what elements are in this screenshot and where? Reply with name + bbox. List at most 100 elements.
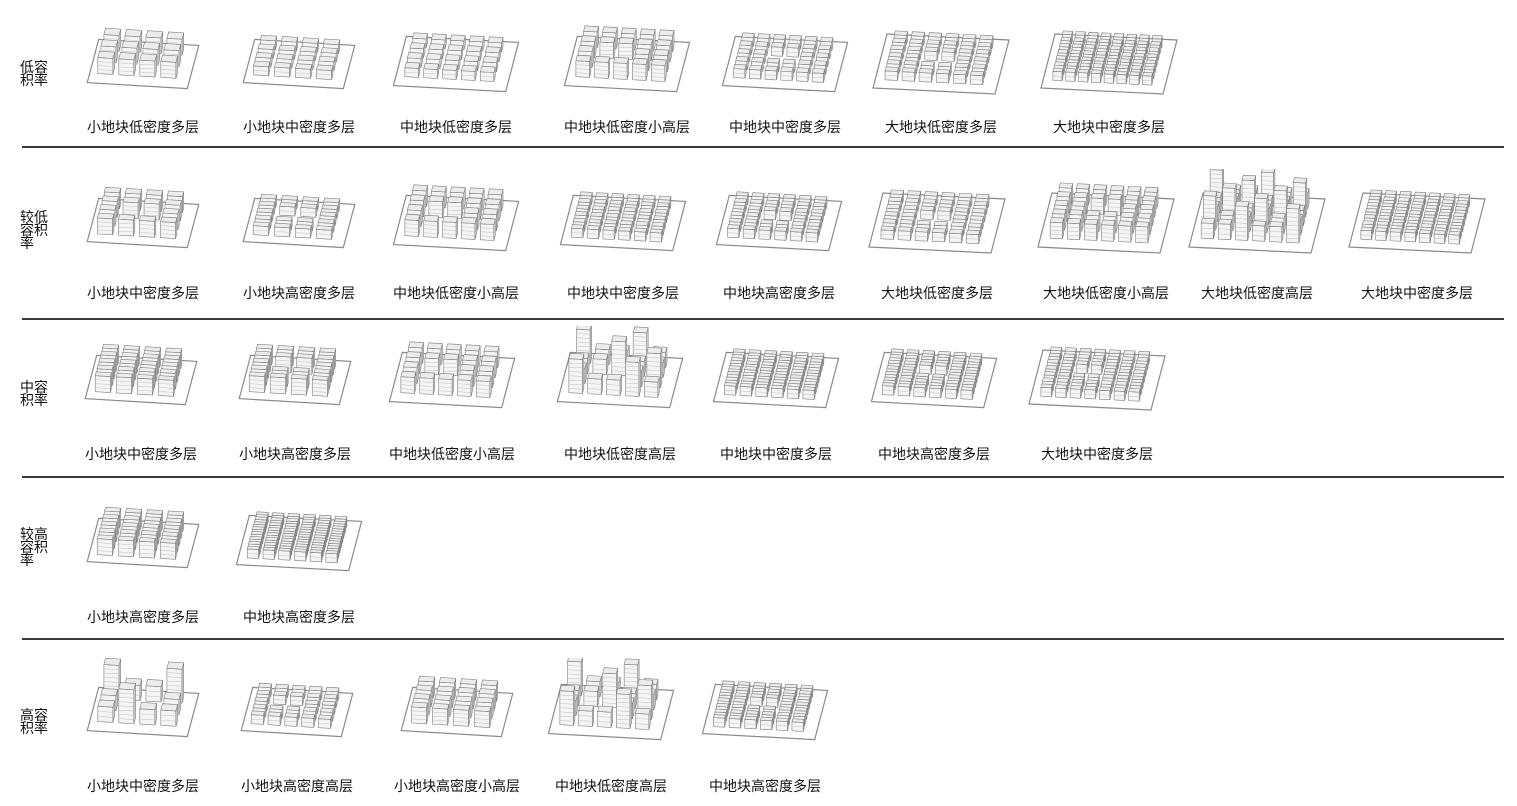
building-block: [248, 371, 266, 393]
typology-cell: 小地块高密度多层: [216, 320, 374, 475]
building-block: [771, 384, 785, 399]
building-block: [255, 52, 273, 68]
building-block: [309, 549, 323, 563]
massing-model-illustration: [388, 341, 516, 409]
building-block: [918, 68, 933, 83]
typology-cell: 大地块中密度多层: [1018, 320, 1176, 475]
typology-cell: 中地块高密度多层: [855, 320, 1013, 475]
building-block: [568, 353, 585, 394]
building-block: [712, 714, 726, 728]
typology-cell: 中地块高密度多层: [686, 640, 844, 806]
building-block: [948, 228, 964, 244]
massing-model-illustration: [870, 348, 998, 409]
typology-cell: 大地块低密度多层: [862, 0, 1020, 145]
building-block: [643, 375, 660, 398]
typology-cell: 中地块低密度高层: [541, 320, 699, 475]
building-block: [764, 65, 778, 81]
typology-cell: 小地块中密度多层: [62, 320, 220, 475]
massing-model-illustration: [242, 34, 356, 90]
building-block: [1135, 221, 1150, 244]
building-block: [597, 705, 613, 728]
building-block: [634, 707, 651, 730]
massing-model-illustration: [868, 189, 1006, 254]
massing-model-illustration: [1037, 182, 1175, 254]
building-block: [935, 362, 948, 376]
building-block: [278, 547, 292, 561]
building-block: [748, 64, 763, 80]
typology-cell: 小地块高密度多层: [220, 147, 378, 317]
building-block: [616, 688, 632, 729]
building-block: [755, 383, 769, 398]
building-block: [779, 207, 793, 221]
typology-cell: 小地块中密度多层: [64, 640, 222, 806]
typology-caption: 小地块中密度多层: [243, 120, 355, 136]
building-block: [139, 53, 157, 78]
building-block: [586, 225, 600, 239]
building-block: [619, 220, 633, 235]
building-block: [935, 69, 950, 84]
building-block: [913, 383, 927, 398]
typology-cell: 中地块中密度多层: [706, 0, 864, 145]
building-block: [578, 704, 595, 727]
building-block: [742, 225, 756, 239]
building-block: [279, 202, 297, 217]
building-block: [1129, 71, 1141, 85]
typology-caption: 中地块低密度多层: [400, 120, 512, 136]
massing-model-illustration: [1040, 30, 1178, 95]
massing-model-illustration: [392, 32, 520, 93]
building-block: [1066, 217, 1082, 240]
building-block: [632, 58, 648, 81]
typology-caption: 中地块中密度多层: [720, 447, 832, 463]
building-block: [1419, 229, 1432, 244]
building-block: [727, 224, 741, 239]
typology-cell: 中地块中密度多层: [544, 147, 702, 317]
typology-cell: 大地块中密度多层: [1338, 147, 1496, 317]
building-block: [766, 694, 779, 708]
building-block: [1090, 69, 1102, 83]
building-block: [294, 224, 312, 239]
row-divider: [22, 476, 1504, 478]
building-block: [571, 224, 585, 239]
building-block: [269, 372, 287, 395]
building-block: [882, 218, 897, 233]
building-block: [625, 356, 641, 397]
building-block: [1069, 385, 1082, 399]
massing-model-illustration: [84, 343, 198, 406]
building-block: [423, 63, 440, 79]
building-block: [479, 218, 496, 241]
typology-caption: 大地块中密度多层: [1041, 447, 1153, 463]
building-block: [136, 374, 154, 396]
massing-model-illustration: [721, 32, 849, 93]
building-block: [1113, 387, 1126, 401]
massing-model-illustration: [701, 680, 829, 741]
building-block: [325, 550, 339, 564]
building-block: [941, 47, 956, 62]
typology-cell: 中地块高密度多层: [700, 147, 858, 317]
massing-model-illustration: [712, 348, 840, 409]
building-block: [901, 67, 916, 82]
typology-caption: 中地块高密度多层: [723, 286, 835, 302]
massing-model-illustration: [563, 25, 691, 93]
building-block: [786, 385, 800, 399]
building-block: [1099, 386, 1112, 401]
typology-caption: 中地块高密度多层: [709, 779, 821, 795]
massing-model-illustration: [235, 511, 363, 572]
building-block: [929, 384, 943, 399]
building-block: [97, 50, 115, 75]
building-block: [774, 226, 788, 241]
far-row: 中容 积率小地块中密度多层小地块高密度多层中地块低密度小高层中地块低密度高层中地…: [0, 320, 1517, 475]
building-block: [763, 206, 777, 221]
building-block: [602, 225, 616, 240]
typology-caption: 大地块低密度小高层: [1043, 286, 1169, 302]
typology-caption: 中地块中密度多层: [567, 286, 679, 302]
massing-model-illustration: [715, 191, 843, 252]
typology-cell: 大地块低密度高层: [1178, 147, 1336, 317]
building-block: [400, 371, 417, 394]
building-block: [750, 693, 764, 707]
typology-cell: 小地块高密度多层: [64, 477, 222, 638]
building-block: [300, 203, 318, 218]
building-block: [404, 214, 421, 237]
building-block: [587, 372, 604, 395]
building-block: [117, 535, 135, 558]
building-block: [1142, 72, 1154, 86]
